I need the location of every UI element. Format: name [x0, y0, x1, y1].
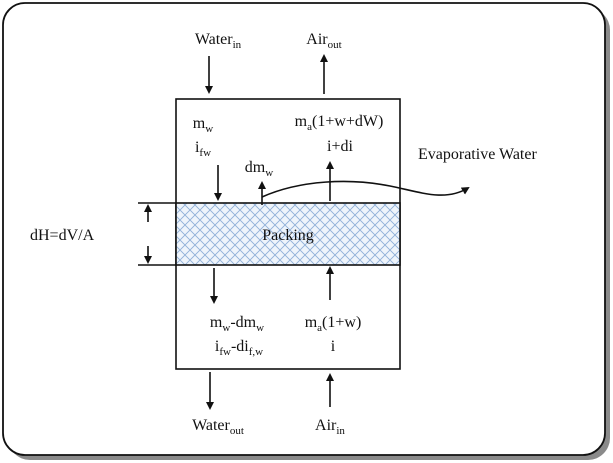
height-element-label: dH=dV/A [30, 227, 95, 244]
air-top-flow-label: ma(1+w+dW) [295, 113, 384, 133]
air-bottom-flow-label: ma(1+w) [305, 314, 362, 334]
evaporative-water-label: Evaporative Water [418, 146, 537, 163]
water-mass-flow-label: mw [193, 115, 213, 135]
dm-w-label: dmw [245, 159, 273, 179]
air-out-label: Airout [306, 31, 341, 51]
water-bottom-flow-label: mw-dmw [210, 314, 264, 334]
water-in-label: Waterin [195, 31, 242, 51]
air-top-enthalpy-label: i+di [327, 138, 353, 155]
water-enthalpy-label: ifw [195, 139, 211, 159]
water-bottom-enthalpy-label: ifw-dif,w [215, 338, 263, 358]
air-in-label: Airin [315, 417, 345, 437]
packing-region [175, 202, 401, 266]
evaporative-curved-arrow-icon [261, 180, 470, 198]
air-bottom-enthalpy-label: i [331, 338, 336, 355]
packing-label: Packing [262, 227, 314, 244]
water-out-label: Waterout [192, 417, 244, 437]
